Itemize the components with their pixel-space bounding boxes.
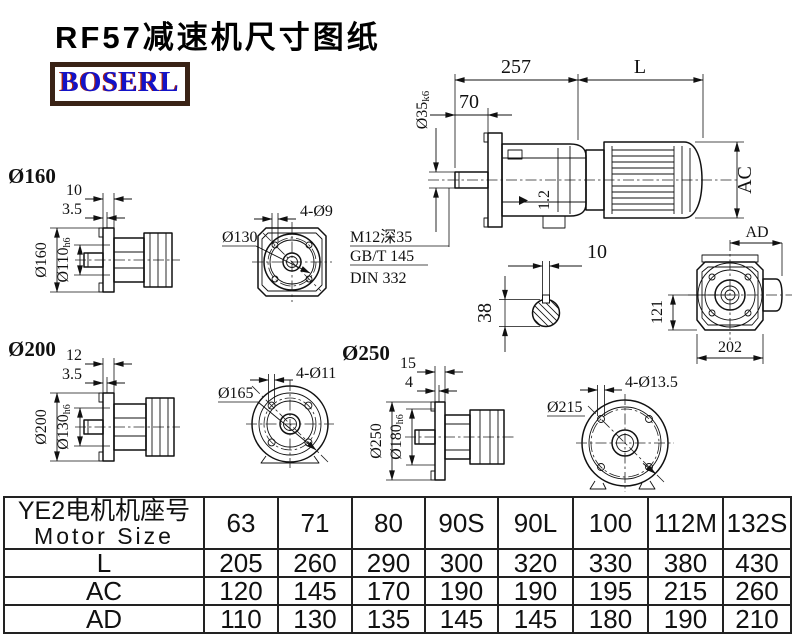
page-title: RF57减速机尺寸图纸 [55,20,381,55]
dim-L: L [634,56,646,78]
label-flange250: Ø250 [342,341,390,365]
view-flange250-side: 15 4 Ø250 Ø180h6 [368,355,515,481]
col-header-112M: 112M [647,496,724,550]
cell-AD-5: 180 [572,604,649,634]
cell-L-7: 430 [722,548,792,578]
cell-AC-4: 190 [497,576,574,606]
cell-L-6: 380 [647,548,724,578]
oil-marker-icon [519,196,528,205]
dim-key-width: 10 [587,241,607,263]
thread-note: M12深35 GB/T 145 DIN 332 [350,228,449,287]
view-flange215: 4-Ø13.5 Ø215 [547,374,678,492]
plug-label: 1.2 [536,190,553,210]
dim-121: 121 [649,300,666,324]
cell-AD-7: 210 [722,604,792,634]
cell-AC-5: 195 [572,576,649,606]
cell-AD-2: 135 [351,604,426,634]
table-row-L: L 205 260 290 300 320 330 380 430 [3,548,792,578]
dim-bolt130-holes: 4-Ø9 [300,203,333,220]
cell-AD-3: 145 [424,604,499,634]
col-header-90L: 90L [497,496,574,550]
header-en: Motor Size [34,523,174,549]
boserl-logo-text: BOSERL [60,67,180,98]
cell-L-1: 260 [277,548,353,578]
table-row-AC: AC 120 145 170 190 190 195 215 260 [3,576,792,606]
col-header-132S: 132S [722,496,792,550]
dim-flange200-hub: Ø130h6 [55,404,73,450]
row-label-AD: AD [3,604,205,634]
col-header-100: 100 [572,496,649,550]
dim-shaft-dia: Ø35k6 [414,90,432,129]
thread-note-line1: M12深35 [350,228,412,246]
cell-AD-1: 130 [277,604,353,634]
cell-AD-6: 190 [647,604,724,634]
dim-flange160-thk: 10 [66,182,82,199]
cell-AC-2: 170 [351,576,426,606]
dim-flange200-thk: 12 [66,347,82,364]
dim-flange250-od: Ø250 [368,423,385,459]
cell-AD-4: 145 [497,604,574,634]
view-flange250-front: Ø250 4-Ø11 Ø165 [218,341,390,468]
dim-flange250-thk: 15 [400,355,416,372]
dim-key-height: 38 [474,303,496,323]
cell-AC-3: 190 [424,576,499,606]
dim-flange250-bc: Ø165 [218,385,254,402]
dim-flange215-od: Ø215 [547,399,583,416]
cell-L-2: 290 [351,548,426,578]
cell-AC-1: 145 [277,576,353,606]
dim-flange200-od: Ø200 [33,409,50,445]
cell-AC-6: 215 [647,576,724,606]
view-gearmotor-side: 257 L 70 Ø35k6 AC 1.2 [414,56,756,247]
cell-L-5: 330 [572,548,649,578]
row-label-AC: AC [3,576,205,606]
boserl-logo: BOSERL [50,62,190,106]
dim-flange160-od: Ø160 [33,242,50,278]
col-header-90S: 90S [424,496,499,550]
cell-L-4: 320 [497,548,574,578]
row-label-L: L [3,548,205,578]
cell-AC-7: 260 [722,576,792,606]
label-flange200: Ø200 [8,337,56,361]
dimension-drawing: 257 L 70 Ø35k6 AC 1.2 M12深35 GB/T 145 DI… [8,56,792,492]
label-flange160: Ø160 [8,164,56,188]
dim-flange250-step: 4 [405,374,413,391]
dim-AC: AC [734,166,756,194]
dim-202: 202 [718,339,742,356]
col-header-71: 71 [277,496,353,550]
view-flange160: Ø160 10 3.5 Ø160 Ø110h6 [8,164,180,293]
dim-bolt130-bc: Ø130 [222,229,258,246]
cell-AD-0: 110 [203,604,279,634]
view-bolt130: 4-Ø9 Ø130 [222,203,333,302]
dim-flange160-step: 3.5 [62,201,82,218]
dim-flange200-step: 3.5 [62,366,82,383]
dim-flange250-holes: 4-Ø11 [296,365,336,382]
header-cn: YE2电机机座号 [17,497,191,525]
thread-note-line2: GB/T 145 [350,248,414,265]
cell-L-0: 205 [203,548,279,578]
thread-note-line3: DIN 332 [350,270,406,287]
cell-L-3: 300 [424,548,499,578]
dim-flange250-hub: Ø180h6 [388,414,406,460]
col-header-80: 80 [351,496,426,550]
view-key-section: 10 38 [474,241,607,352]
dim-flange215-holes: 4-Ø13.5 [625,374,678,391]
dim-AD: AD [745,224,768,241]
view-flange200: Ø200 12 3.5 Ø200 Ø130h6 [8,337,180,462]
view-rear: AD 121 202 [649,224,792,364]
dim-257: 257 [501,56,531,78]
cell-AC-0: 120 [203,576,279,606]
dim-70: 70 [459,91,479,113]
table-row-AD: AD 110 130 135 145 145 180 190 210 [3,604,792,634]
col-header-63: 63 [203,496,279,550]
dim-flange160-hub: Ø110h6 [55,238,73,283]
